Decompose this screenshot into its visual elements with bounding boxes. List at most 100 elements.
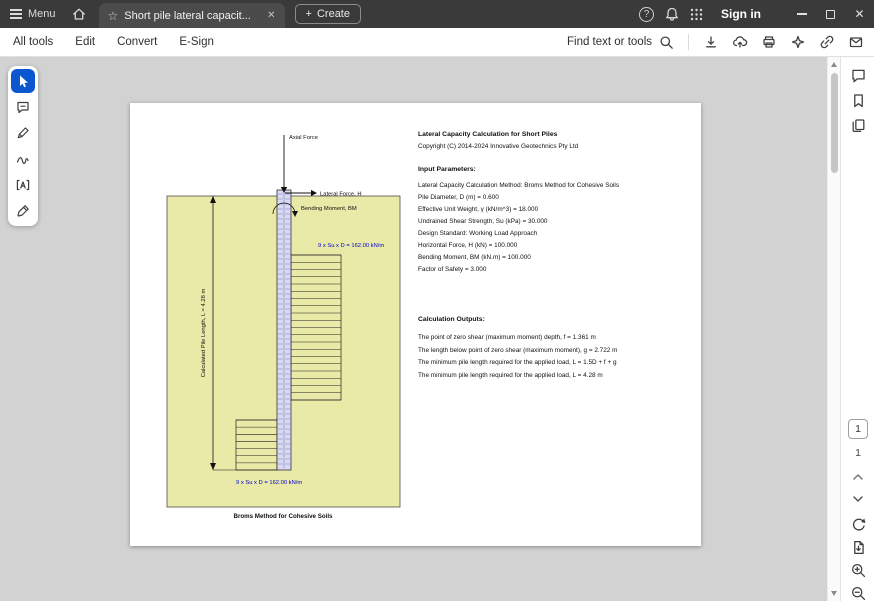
lower-reaction-label: 9 x Su x D = 162.00 kN/m xyxy=(236,480,302,486)
notifications-button[interactable] xyxy=(659,0,684,28)
titlebar: Menu ☆ Short pile lateral capacit... ✕ +… xyxy=(0,0,874,28)
lower-soil-reaction-hatch xyxy=(236,419,277,464)
maximize-button[interactable] xyxy=(816,0,845,28)
chevron-up-icon xyxy=(852,473,864,481)
comment-icon xyxy=(850,67,867,84)
menu-button[interactable]: Menu xyxy=(0,0,65,28)
zoom-out-icon xyxy=(850,585,867,601)
speech-bubble-icon xyxy=(15,99,31,115)
hamburger-icon xyxy=(10,9,22,19)
toolbar-actions: Find text or tools xyxy=(562,30,874,55)
sign-in-button[interactable]: Sign in xyxy=(721,7,761,21)
bookmarks-panel-button[interactable] xyxy=(845,88,871,112)
tab-title: Short pile lateral capacit... xyxy=(124,9,251,22)
next-page-button[interactable] xyxy=(845,487,871,511)
current-page-input[interactable]: 1 xyxy=(848,419,868,439)
document-text-block: Lateral Capacity Calculation for Short P… xyxy=(418,131,688,382)
star-icon[interactable]: ☆ xyxy=(107,8,119,23)
apps-button[interactable] xyxy=(684,0,709,28)
highlight-tool-button[interactable] xyxy=(11,121,35,145)
pdf-page: Axial Force Lateral Force, H Bending Mom… xyxy=(130,103,701,546)
esign-menu[interactable]: E-Sign xyxy=(168,28,225,56)
printer-icon xyxy=(761,34,777,50)
export-pdf-button[interactable] xyxy=(845,535,871,559)
document-tab[interactable]: ☆ Short pile lateral capacit... ✕ xyxy=(98,3,285,28)
chevron-down-icon xyxy=(852,495,864,503)
quick-tools-rail xyxy=(8,66,38,226)
search-icon xyxy=(659,35,674,50)
close-icon: ✕ xyxy=(854,7,865,21)
create-button[interactable]: + Create xyxy=(294,4,361,24)
upper-soil-reaction-hatch xyxy=(291,254,341,401)
diagram-caption: Broms Method for Cohesive Soils xyxy=(233,513,333,520)
home-icon xyxy=(71,6,87,22)
output-line: The minimum pile length required for the… xyxy=(418,371,603,379)
pile-length-label: Calculated Pile Length, L = 4.28 m xyxy=(201,289,207,378)
download-icon xyxy=(703,34,719,50)
cloud-upload-button[interactable] xyxy=(727,30,752,55)
upper-reaction-label: 9 x Su x D = 162.00 kN/m xyxy=(318,243,384,249)
cloud-upload-icon xyxy=(732,34,748,50)
comments-panel-button[interactable] xyxy=(845,63,871,87)
plus-icon: + xyxy=(305,8,312,20)
save-button[interactable] xyxy=(698,30,723,55)
zoom-out-button[interactable] xyxy=(845,581,871,601)
link-icon xyxy=(819,34,835,50)
tab-close-icon[interactable]: ✕ xyxy=(267,9,276,21)
add-text-tool-button[interactable] xyxy=(11,173,35,197)
input-parameter-line: Design Standard: Working Load Approach xyxy=(418,230,538,237)
previous-page-button[interactable] xyxy=(845,465,871,489)
add-text-icon xyxy=(15,177,31,193)
axial-force-arrowhead xyxy=(280,187,288,193)
cursor-icon xyxy=(15,73,31,89)
email-button[interactable] xyxy=(843,30,868,55)
lateral-force-label: Lateral Force, H xyxy=(320,192,362,198)
highlighter-icon xyxy=(15,125,31,141)
input-parameter-line: Undrained Shear Strength, Su (kPa) = 30.… xyxy=(418,218,548,225)
output-line: The minimum pile length required for the… xyxy=(418,359,617,366)
all-tools-menu[interactable]: All tools xyxy=(2,28,64,56)
select-tool-button[interactable] xyxy=(11,69,35,93)
titlebar-left: Menu ☆ Short pile lateral capacit... ✕ +… xyxy=(0,0,634,28)
zoom-in-button[interactable] xyxy=(845,558,871,582)
pen-nib-icon xyxy=(15,203,31,219)
scrollbar-thumb[interactable] xyxy=(831,73,838,173)
minimize-icon xyxy=(796,13,807,15)
main-toolbar: All tools Edit Convert E-Sign Find text … xyxy=(0,28,874,57)
titlebar-right: ? Sign in ✕ xyxy=(634,0,874,28)
print-button[interactable] xyxy=(756,30,781,55)
share-link-button[interactable] xyxy=(814,30,839,55)
output-line: The length below point of zero shear (ma… xyxy=(418,346,618,354)
export-document-icon xyxy=(850,539,867,556)
scroll-up-arrow[interactable] xyxy=(831,62,837,67)
doc-copyright: Copyright (C) 2014-2024 Innovative Geote… xyxy=(418,143,579,150)
toolbar-divider xyxy=(688,34,689,50)
calculation-outputs-header: Calculation Outputs: xyxy=(418,316,485,323)
help-button[interactable]: ? xyxy=(634,0,659,28)
squiggle-icon xyxy=(15,151,31,167)
total-pages-label: 1 xyxy=(855,447,861,459)
input-parameter-line: Lateral Capacity Calculation Method: Bro… xyxy=(418,182,620,189)
close-window-button[interactable]: ✕ xyxy=(845,0,874,28)
envelope-icon xyxy=(848,34,864,50)
comment-tool-button[interactable] xyxy=(11,95,35,119)
create-label: Create xyxy=(316,8,350,20)
ai-assistant-button[interactable] xyxy=(785,30,810,55)
input-parameter-line: Effective Unit Weight, γ (kN/m^3) = 18.0… xyxy=(418,206,539,213)
rotate-view-button[interactable] xyxy=(845,512,871,536)
zoom-in-icon xyxy=(850,562,867,579)
pile-diagram: Axial Force Lateral Force, H Bending Mom… xyxy=(166,135,401,520)
page-thumbnails-button[interactable] xyxy=(845,113,871,137)
input-parameters-header: Input Parameters: xyxy=(418,166,476,173)
fill-sign-tool-button[interactable] xyxy=(11,199,35,223)
home-button[interactable] xyxy=(65,0,93,28)
find-button[interactable]: Find text or tools xyxy=(562,35,679,50)
convert-menu[interactable]: Convert xyxy=(106,28,168,56)
minimize-button[interactable] xyxy=(787,0,816,28)
vertical-scrollbar[interactable] xyxy=(827,57,840,601)
input-parameter-line: Factor of Safety = 3.000 xyxy=(418,266,487,273)
doc-title: Lateral Capacity Calculation for Short P… xyxy=(418,131,558,138)
edit-menu[interactable]: Edit xyxy=(64,28,106,56)
draw-tool-button[interactable] xyxy=(11,147,35,171)
scroll-down-arrow[interactable] xyxy=(831,591,837,596)
